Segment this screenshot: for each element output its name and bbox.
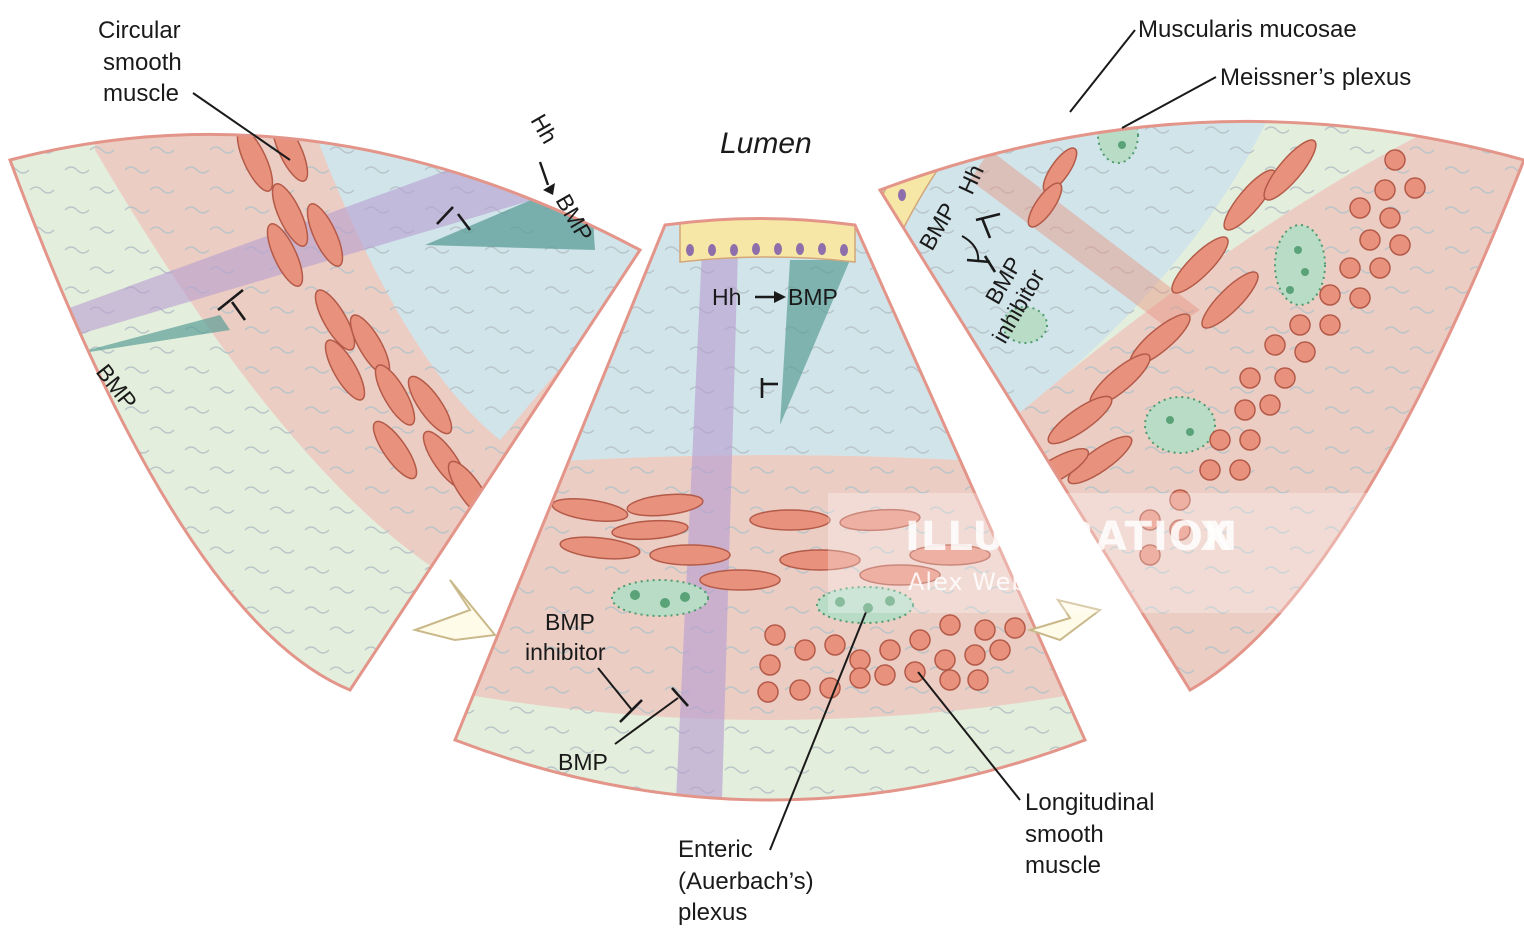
lumen-label: Lumen bbox=[720, 127, 812, 160]
longitudinal-smooth-muscle-label-line2: smooth bbox=[1025, 821, 1104, 848]
enteric-plexus-label-line1: Enteric bbox=[678, 836, 753, 863]
meissners-plexus-label: Meissner’s plexus bbox=[1220, 64, 1411, 91]
enteric-plexus-label-line3: plexus bbox=[678, 899, 747, 926]
left-hh-label: Hh bbox=[526, 110, 563, 148]
muscularis-mucosae-label: Muscularis mucosae bbox=[1138, 16, 1357, 43]
center-bmp-inhibitor-line1: BMP bbox=[545, 609, 595, 635]
watermark-title: ILLUSTRATION bbox=[905, 514, 1238, 560]
circular-smooth-muscle-label-line2: smooth bbox=[103, 49, 182, 76]
center-hh-label: Hh bbox=[712, 284, 741, 310]
circular-smooth-muscle-label-line3: muscle bbox=[103, 80, 179, 107]
watermark: ILLUSTRATION X Alex Webber bbox=[828, 493, 1372, 613]
watermark-artist: Alex Webber bbox=[908, 568, 1070, 596]
circular-smooth-muscle-label-line1: Circular bbox=[98, 17, 181, 44]
center-bmp-inhibitor-line2: inhibitor bbox=[525, 639, 606, 665]
watermark-x-icon: X bbox=[1200, 514, 1232, 560]
enteric-plexus-label-line2: (Auerbach’s) bbox=[678, 868, 814, 895]
left-hh-arrow bbox=[540, 162, 548, 185]
center-bmp-top-label: BMP bbox=[788, 284, 838, 310]
meissners-plexus-leader bbox=[1122, 77, 1216, 128]
center-bmp-label: BMP bbox=[558, 749, 608, 775]
progression-arrow-left bbox=[415, 580, 495, 640]
muscularis-mucosae-leader bbox=[1070, 30, 1135, 112]
longitudinal-smooth-muscle-label-line1: Longitudinal bbox=[1025, 789, 1154, 816]
longitudinal-smooth-muscle-label-line3: muscle bbox=[1025, 852, 1101, 879]
